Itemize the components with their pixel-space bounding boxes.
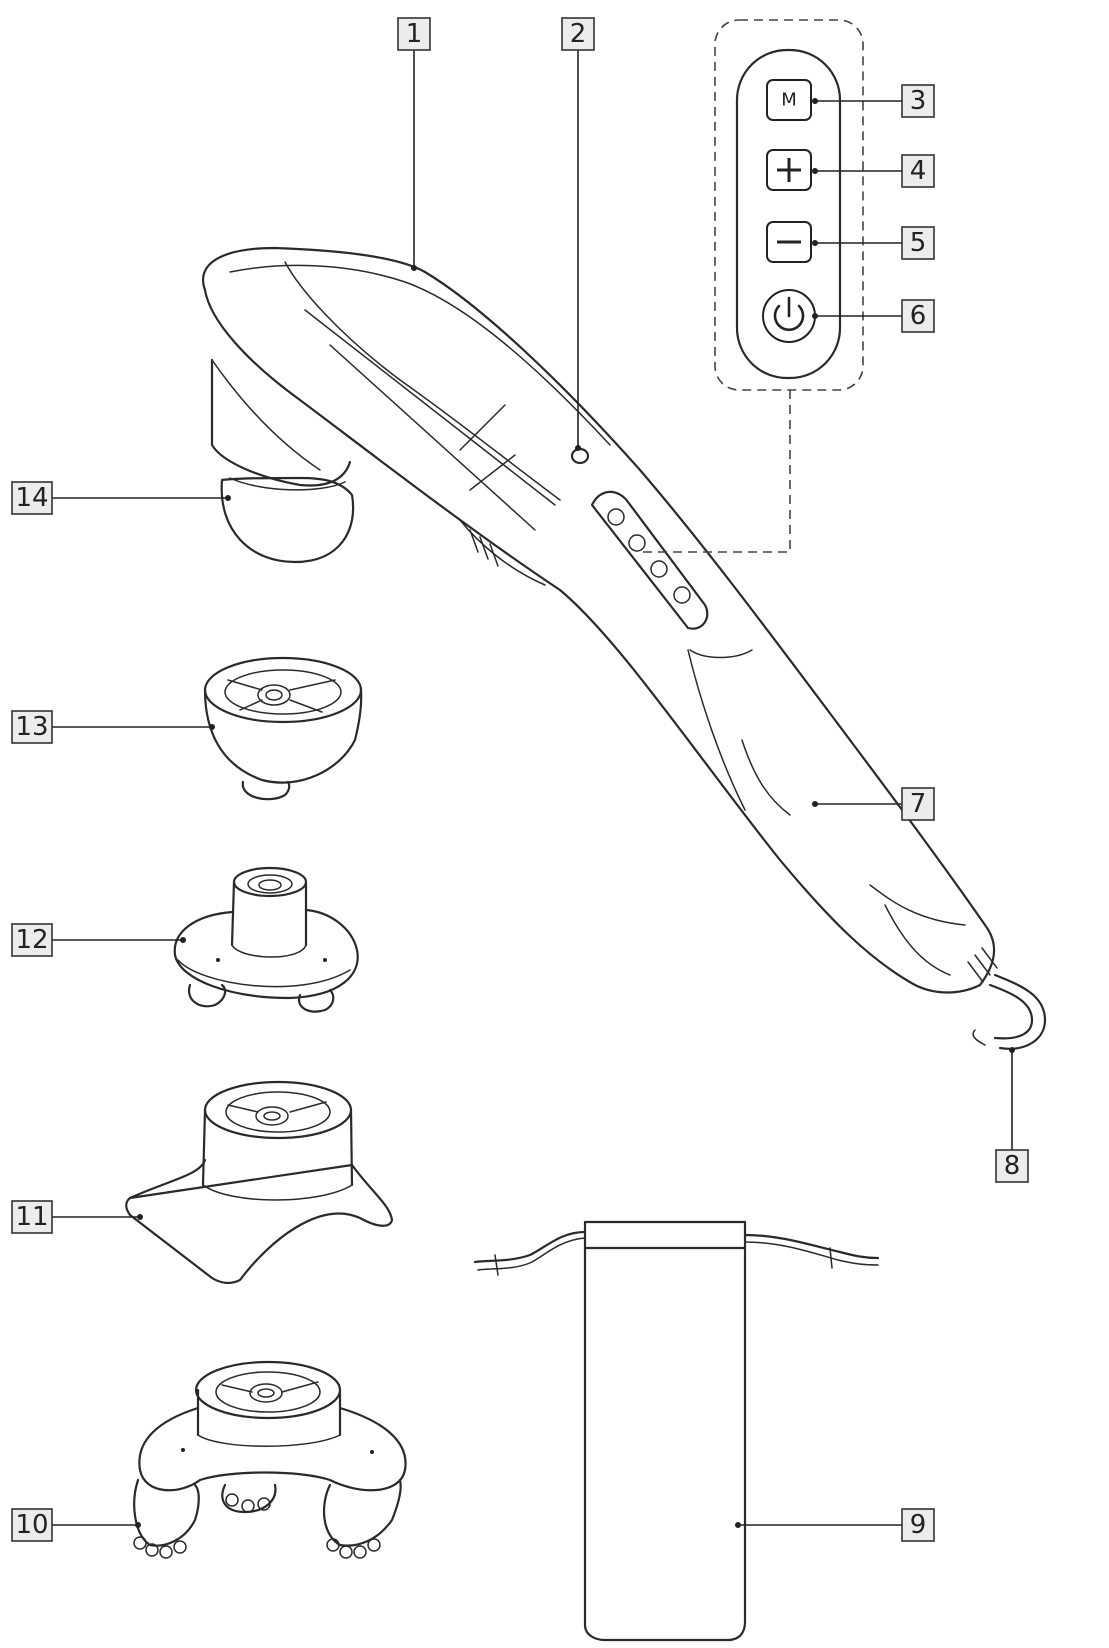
massager-body [202,246,1047,1050]
callout-2: 2 [561,17,595,51]
callout-13: 13 [11,710,53,744]
svg-text:1: 1 [406,19,423,49]
minus-button[interactable] [766,221,812,263]
leader-lines [52,50,1015,1528]
attachment-11 [125,1080,394,1284]
plus-button[interactable] [766,149,812,191]
power-button[interactable] [762,289,816,343]
callout-1: 1 [397,17,431,51]
svg-text:3: 3 [910,86,927,116]
svg-text:4: 4 [910,156,927,186]
svg-text:7: 7 [910,789,927,819]
svg-text:9: 9 [910,1510,927,1540]
svg-text:12: 12 [15,925,48,955]
svg-text:14: 14 [15,483,48,513]
mode-button[interactable]: M [766,79,812,121]
callout-5: 5 [901,226,935,260]
control-panel-inset: M [640,19,864,553]
callout-3: 3 [901,84,935,118]
callout-9: 9 [901,1508,935,1542]
callout-10: 10 [11,1508,53,1542]
plus-icon [777,158,801,182]
callout-11: 11 [11,1200,53,1234]
attachment-13 [203,656,363,801]
svg-text:M: M [781,90,797,111]
svg-text:8: 8 [1004,1151,1021,1181]
svg-text:11: 11 [15,1202,48,1232]
callout-6: 6 [901,299,935,333]
storage-bag [473,1220,880,1642]
callout-14: 14 [11,481,53,515]
callout-7: 7 [901,787,935,821]
svg-text:2: 2 [570,19,587,49]
attachment-10 [133,1360,407,1559]
attachment-12 [173,866,359,1013]
callout-4: 4 [901,154,935,188]
svg-text:10: 10 [15,1510,48,1540]
svg-text:13: 13 [15,712,48,742]
svg-text:5: 5 [910,228,927,258]
callout-8: 8 [995,1149,1029,1183]
callout-12: 12 [11,923,53,957]
svg-text:6: 6 [910,301,927,331]
power-icon [773,296,805,332]
